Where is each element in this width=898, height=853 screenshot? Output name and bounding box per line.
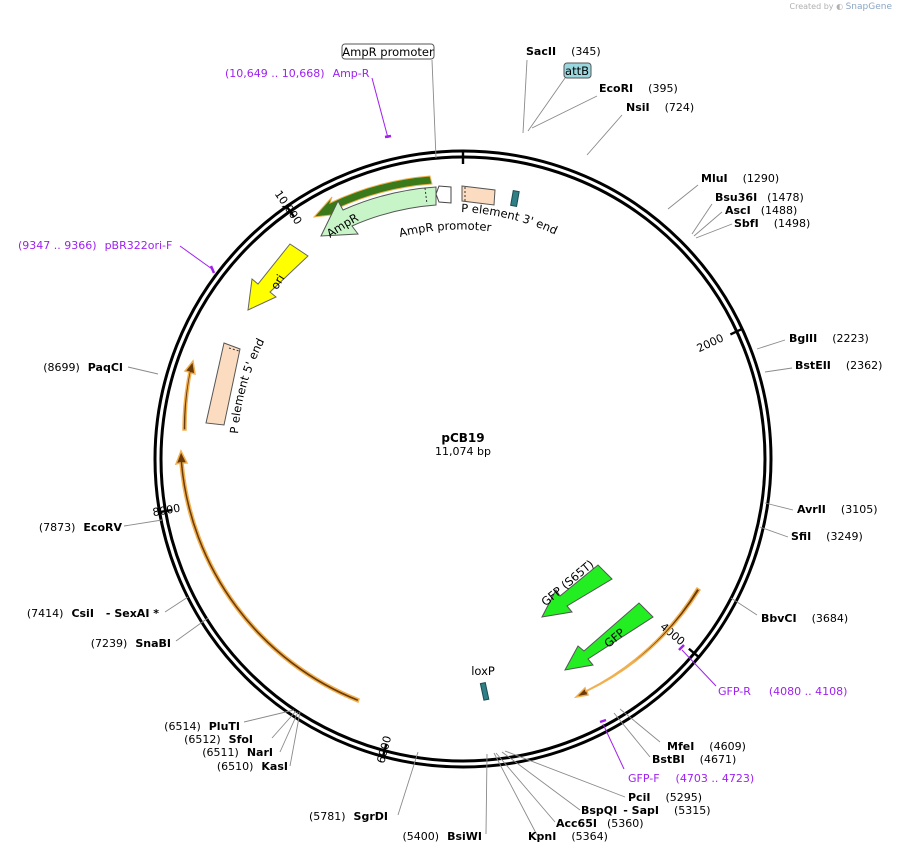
- site-mfei[interactable]: MfeI(4609): [667, 740, 746, 753]
- site-sacii[interactable]: SacII(345): [526, 45, 601, 58]
- site-avrii[interactable]: AvrII(3105): [797, 503, 877, 516]
- loxp-feature[interactable]: [479, 681, 490, 701]
- attb-label-box: [563, 62, 592, 79]
- site-paqci[interactable]: (8699)PaqCI: [43, 361, 123, 374]
- backbone-inner-ring: [159, 155, 767, 763]
- primer-gfp-f[interactable]: GFP-F(4703 .. 4723): [628, 772, 754, 785]
- ampr-orf-outline: [312, 175, 433, 218]
- plasmid-name: pCB19: [441, 431, 484, 445]
- site-bglii[interactable]: BglII(2223): [789, 332, 869, 345]
- site-snabi[interactable]: (7239)SnaBI: [91, 637, 171, 650]
- primer-labels: (10,649 .. 10,668)Amp-R (9347 .. 9366)pB…: [18, 67, 847, 785]
- primer-amp-r[interactable]: (10,649 .. 10,668)Amp-R: [225, 67, 370, 80]
- site-kasi[interactable]: (6510)KasI: [217, 760, 288, 773]
- site-ecorv[interactable]: (7873)EcoRV: [39, 521, 123, 534]
- features: [174, 175, 702, 703]
- site-pcii[interactable]: PciI(5295): [628, 791, 702, 804]
- ruler-tick-label: 2000: [695, 331, 726, 355]
- ampr-promoter-label-box: [341, 43, 435, 60]
- site-bstbi[interactable]: BstBI(4671): [652, 753, 736, 766]
- ampr-promoter-label: AmpR promoter: [342, 45, 434, 59]
- site-bsteii[interactable]: BstEII(2362): [795, 359, 882, 372]
- gfp-feature[interactable]: [564, 602, 654, 671]
- gfp-s65t-feature[interactable]: [541, 564, 613, 618]
- backbone-outer-ring: [153, 149, 773, 769]
- primer-gfp-r[interactable]: GFP-R(4080 .. 4108): [718, 685, 847, 698]
- orf-right-arc: [573, 586, 702, 699]
- feature-labels: AmpR promoter attB P element 3' end AmpR…: [227, 43, 628, 678]
- ruler-tick: [160, 508, 173, 514]
- ruler-tick: [382, 743, 388, 756]
- restriction-site-labels: SacII(345) EcoRI(395) NsiI(724) MluI(129…: [27, 45, 883, 843]
- p-element-5-feature[interactable]: [205, 342, 241, 426]
- site-bsu36i[interactable]: Bsu36I(1478): [715, 191, 804, 204]
- watermark-brand: SnapGene: [845, 2, 892, 12]
- p-element-3-feature[interactable]: [461, 185, 496, 206]
- ori-label: ori: [268, 272, 288, 292]
- ori-feature[interactable]: [247, 243, 309, 311]
- loxp-label: loxP: [471, 664, 495, 678]
- ruler-tick-label: 8000: [152, 502, 182, 520]
- ampr-feature[interactable]: [320, 186, 437, 237]
- attb-feature[interactable]: [510, 190, 520, 207]
- orf-large-arc: [174, 449, 360, 703]
- site-sfii[interactable]: SfiI(3249): [791, 530, 863, 543]
- site-kpni[interactable]: KpnI(5364): [528, 830, 608, 843]
- site-leader-lines: [123, 59, 794, 836]
- ampr-promoter-feature[interactable]: [435, 185, 452, 204]
- ruler-tick: [286, 206, 296, 218]
- site-sbfi[interactable]: SbfI(1498): [734, 217, 810, 230]
- site-nsii[interactable]: NsiI(724): [626, 101, 694, 114]
- site-pluti[interactable]: (6514)PluTI: [164, 720, 240, 733]
- primer-markers: [179, 77, 717, 770]
- site-bspqi[interactable]: BspQI- SapI(5315): [581, 804, 711, 817]
- watermark-prefix: Created by: [789, 2, 834, 11]
- site-sgrdi[interactable]: (5781)SgrDI: [309, 810, 388, 823]
- ruler-tick-label: 6000: [374, 734, 394, 764]
- ruler-tick: [688, 647, 699, 658]
- orf-left-small: [182, 359, 196, 431]
- ruler-tick: [729, 328, 742, 336]
- site-nari[interactable]: (6511)NarI: [202, 746, 273, 759]
- site-ecori[interactable]: EcoRI(395): [599, 82, 678, 95]
- plasmid-length: 11,074 bp: [435, 445, 491, 458]
- site-sfoi[interactable]: (6512)SfoI: [184, 733, 253, 746]
- ampr-promoter-inner-label: AmpR promoter: [397, 219, 492, 240]
- snapgene-watermark: Created by ◐ SnapGene: [790, 2, 893, 12]
- attb-label: attB: [565, 64, 589, 78]
- site-csii[interactable]: (7414)CsiI- SexAI *: [27, 607, 159, 620]
- primer-pbr322ori-f[interactable]: (9347 .. 9366)pBR322ori-F: [18, 239, 172, 252]
- site-bsiwi[interactable]: (5400)BsiWI: [402, 830, 482, 843]
- snapgene-logo-icon: ◐: [836, 2, 844, 11]
- site-asci[interactable]: AscI(1488): [725, 204, 797, 217]
- site-bbvci[interactable]: BbvCI(3684): [761, 612, 848, 625]
- site-acc65i[interactable]: Acc65I(5360): [556, 817, 644, 830]
- site-mlui[interactable]: MluI(1290): [701, 172, 779, 185]
